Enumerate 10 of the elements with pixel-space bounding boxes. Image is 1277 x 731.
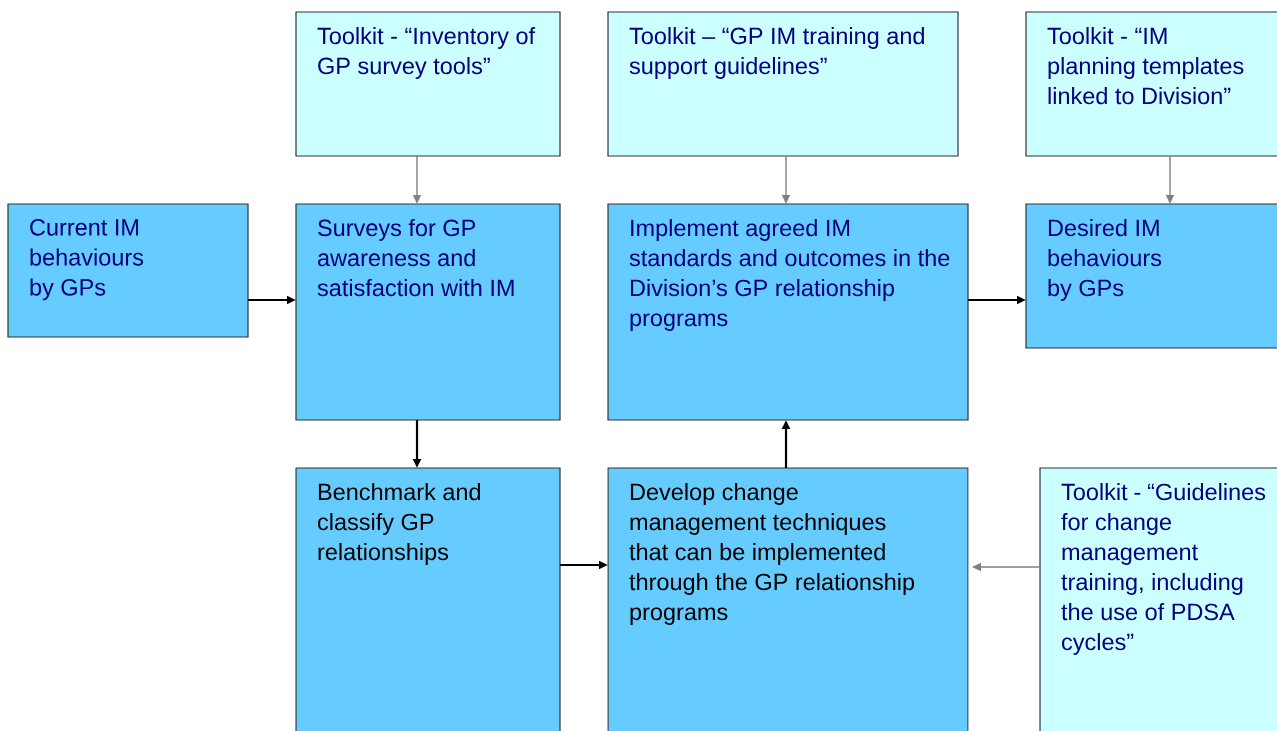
toolkit-box: Toolkit - “Inventory of GP survey tools”: [295, 11, 561, 157]
process-box: Implement agreed IM standards and outcomes in the Division’s GP relationship programs: [607, 203, 969, 421]
state-box: Current IM behaviours by GPs: [7, 203, 249, 338]
state-box: Desired IM behaviours by GPs: [1025, 203, 1277, 349]
toolkit-box: Toolkit - “Guidelines for change management training, including the use of PDSA cycles”: [1039, 467, 1277, 731]
toolkit-box: Toolkit – “GP IM training and support guidelines”: [607, 11, 959, 157]
toolkit-box: Toolkit - “IM planning templates linked to Division”: [1025, 11, 1277, 157]
process-box: Benchmark and classify GP relationships: [295, 467, 561, 731]
process-box: Surveys for GP awareness and satisfaction with IM: [295, 203, 561, 421]
process-box: Develop change management techniques that can be implemented through the GP relationship programs: [607, 467, 969, 731]
